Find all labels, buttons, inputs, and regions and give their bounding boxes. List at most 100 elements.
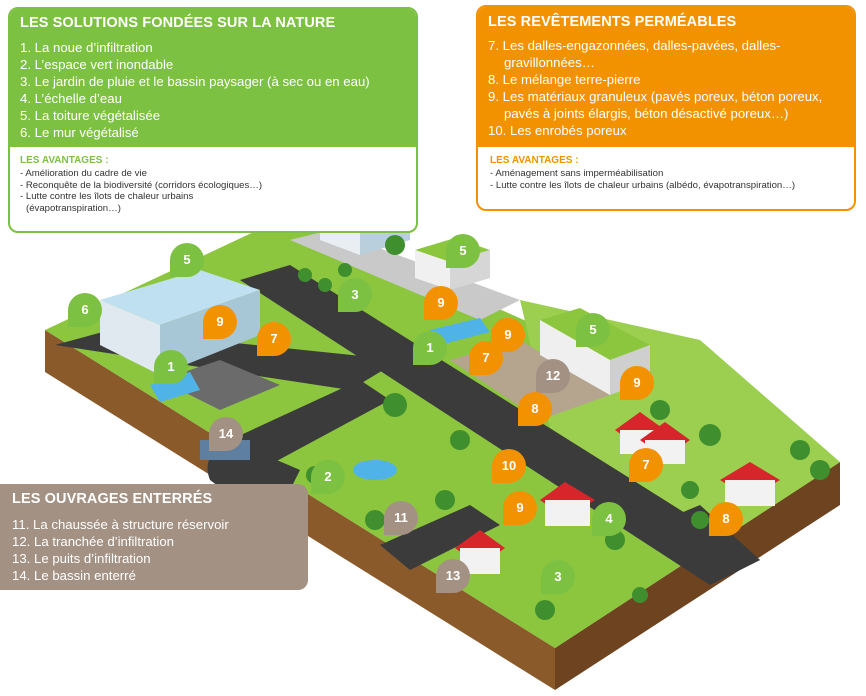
marker-2: 2 [311, 460, 345, 494]
marker-1: 1 [413, 331, 447, 365]
trees [298, 235, 830, 620]
marker-5: 5 [576, 313, 610, 347]
nature-solutions-list: 1. La noue d’infiltration 2. L’espace ve… [20, 39, 406, 141]
marker-pin [154, 350, 188, 384]
marker-pin [384, 501, 418, 535]
list-item: - Reconquête de la biodiversité (corrido… [20, 179, 263, 191]
buried-works-title: LES OUVRAGES ENTERRÉS [12, 491, 213, 507]
rain-garden-pond [353, 460, 397, 480]
road-bottom [380, 505, 500, 570]
marker-number: 8 [722, 511, 730, 526]
marker-pin [257, 322, 291, 356]
marker-pin [469, 341, 503, 375]
marker-pin [536, 359, 570, 393]
marker-pin [709, 502, 743, 536]
marker-number: 5 [459, 243, 467, 258]
list-item: 12. La tranchée d’infiltration [12, 534, 175, 549]
permeable-coverings-list: 7. Les dalles-engazonnées, dalles-pavées… [488, 37, 844, 139]
marker-3: 3 [541, 560, 575, 594]
marker-pin [311, 460, 345, 494]
list-item: 9. Les matériaux granuleux (pavés poreux… [488, 89, 823, 121]
nature-advantages: LES AVANTAGES : - Amélioration du cadre … [10, 147, 416, 222]
list-item: 7. Les dalles-engazonnées, dalles-pavées… [488, 38, 781, 70]
list-item: - Lutte contre les îlots de chaleur urba… [20, 191, 194, 202]
road-cross-lower [230, 380, 390, 470]
swale-upper [430, 318, 490, 345]
list-item: 2. L’espace vert inondable [20, 57, 174, 72]
list-item: - Aménagement sans imperméabilisation [490, 168, 664, 179]
marker-11: 11 [384, 501, 418, 535]
marker-8: 8 [709, 502, 743, 536]
marker-number: 5 [589, 322, 597, 337]
list-item: 8. Le mélange terre-pierre [488, 72, 641, 87]
marker-14: 14 [209, 417, 243, 451]
marker-3: 3 [338, 278, 372, 312]
permeable-advantages-title: LES AVANTAGES : [490, 155, 579, 166]
marker-number: 6 [81, 302, 89, 317]
house-3 [720, 462, 780, 506]
marker-9: 9 [620, 366, 654, 400]
marker-7: 7 [629, 448, 663, 482]
marker-number: 12 [545, 368, 561, 383]
marker-number: 5 [183, 252, 191, 267]
list-item: 11. La chaussée à structure réservoir [12, 517, 229, 532]
marker-number: 13 [445, 568, 461, 583]
marker-pin [620, 366, 654, 400]
marker-number: 7 [642, 457, 650, 472]
marker-number: 1 [167, 359, 175, 374]
marker-number: 3 [351, 287, 359, 302]
marker-9: 9 [503, 491, 537, 525]
marker-number: 7 [482, 350, 490, 365]
permeable-coverings-header: LES REVÊTEMENTS PERMÉABLES 7. Les dalles… [478, 7, 854, 147]
buried-works-panel: LES OUVRAGES ENTERRÉS 11. La chaussée à … [0, 484, 308, 590]
list-item: 6. Le mur végétalisé [20, 125, 139, 140]
list-item: (évapotranspiration…) [26, 202, 121, 214]
marker-number: 14 [218, 426, 234, 441]
paved-upper-street [290, 230, 520, 320]
nature-advantages-title: LES AVANTAGES : [20, 155, 109, 166]
marker-6: 6 [68, 293, 102, 327]
marker-12: 12 [536, 359, 570, 393]
list-item: 10. Les enrobés poreux [488, 123, 627, 138]
marker-pin [592, 502, 626, 536]
marker-number: 9 [516, 500, 524, 515]
marker-10: 10 [492, 449, 526, 483]
marker-pin [541, 560, 575, 594]
nature-solutions-panel: LES SOLUTIONS FONDÉES SUR LA NATURE 1. L… [8, 7, 418, 233]
marker-number: 4 [605, 511, 613, 526]
marker-number: 1 [426, 340, 434, 355]
marker-pin [629, 448, 663, 482]
marker-pin [413, 331, 447, 365]
marker-5: 5 [446, 234, 480, 268]
marker-number: 10 [501, 458, 517, 473]
marker-5: 5 [170, 243, 204, 277]
road-right-branch [640, 505, 760, 585]
marker-pin [446, 234, 480, 268]
list-item: 5. La toiture végétalisée [20, 108, 161, 123]
marker-pin [576, 313, 610, 347]
marker-pin [503, 491, 537, 525]
marker-number: 9 [216, 314, 224, 329]
marker-number: 9 [504, 327, 512, 342]
marker-pin [424, 286, 458, 320]
marker-number: 9 [437, 295, 445, 310]
marker-4: 4 [592, 502, 626, 536]
list-item: 13. Le puits d’infiltration [12, 551, 151, 566]
buried-works-list: 11. La chaussée à structure réservoir 12… [12, 516, 296, 584]
marker-pin [203, 305, 237, 339]
marker-number: 3 [554, 569, 562, 584]
marker-9: 9 [424, 286, 458, 320]
marker-number: 9 [633, 375, 641, 390]
list-item: 14. Le bassin enterré [12, 568, 136, 583]
marker-pin [68, 293, 102, 327]
marker-9: 9 [203, 305, 237, 339]
marker-pin [518, 392, 552, 426]
marker-number: 8 [531, 401, 539, 416]
marker-7: 7 [469, 341, 503, 375]
road-main-diagonal [240, 265, 760, 585]
list-item: - Amélioration du cadre de vie [20, 168, 147, 179]
marker-7: 7 [257, 322, 291, 356]
swale-left [150, 372, 200, 402]
permeable-coverings-title: LES REVÊTEMENTS PERMÉABLES [488, 14, 737, 30]
